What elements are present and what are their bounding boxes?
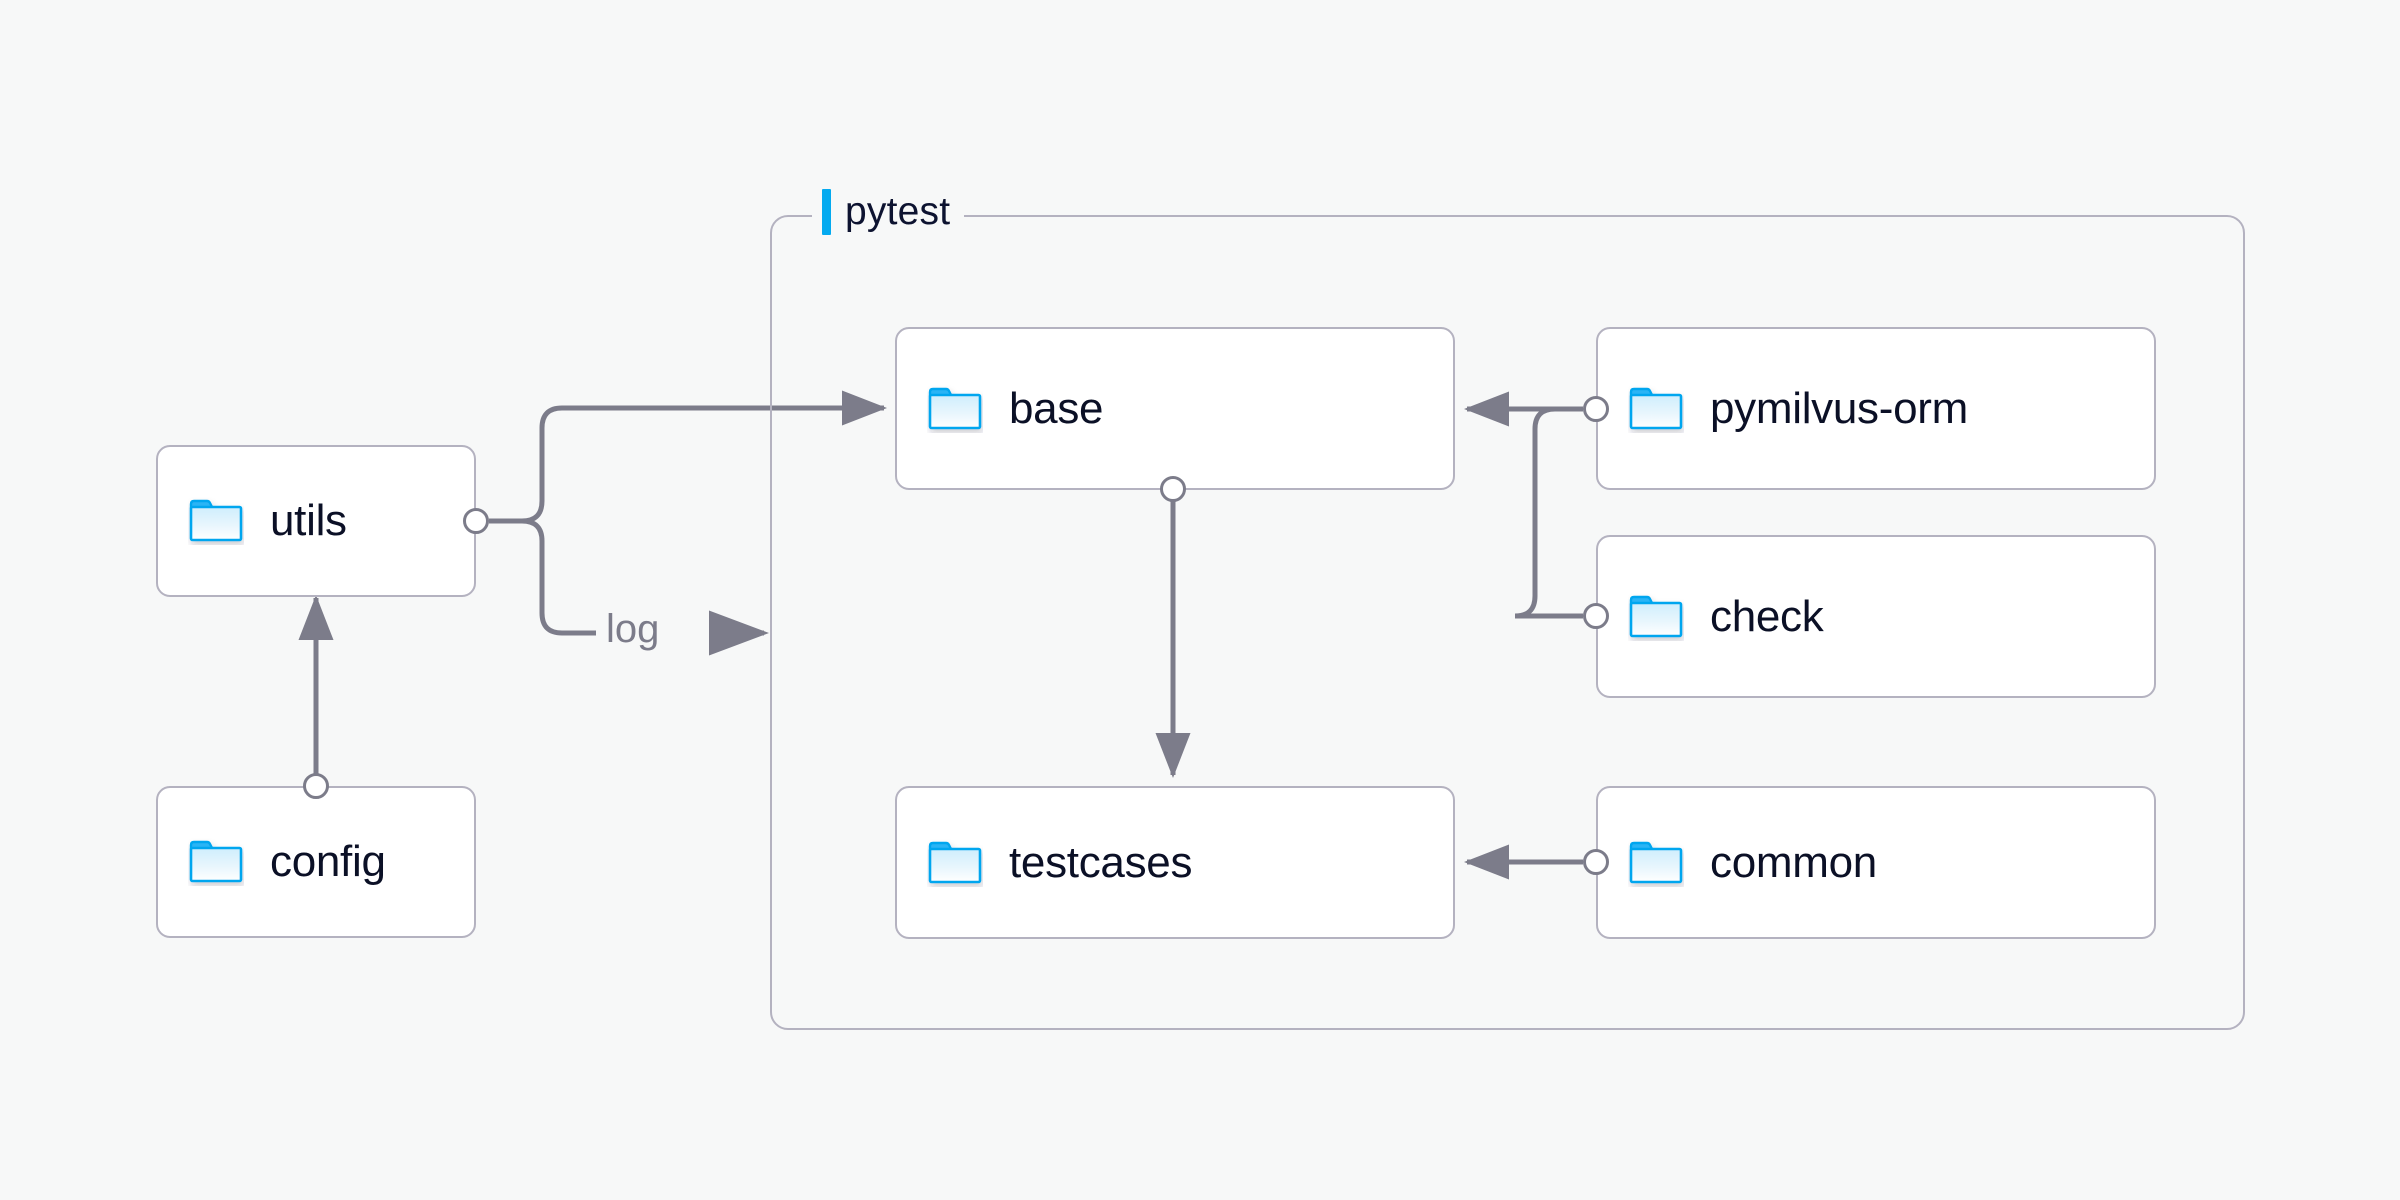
accent-bar-icon [822,189,831,235]
group-pytest [770,215,2245,1030]
folder-icon [928,387,982,429]
group-title: pytest [845,190,951,233]
node-config[interactable]: config [156,786,476,938]
node-testcases[interactable]: testcases [895,786,1455,939]
node-label: config [270,837,386,886]
node-pymilvus-orm[interactable]: pymilvus-orm [1596,327,2156,490]
node-base[interactable]: base [895,327,1455,490]
connector-knob-pymilvus-orm-left[interactable] [1583,396,1609,422]
folder-icon [1629,595,1683,637]
node-label: check [1710,591,1824,641]
folder-icon [928,841,982,883]
node-check[interactable]: check [1596,535,2156,698]
group-pytest-label: pytest [812,189,965,235]
folder-icon [189,840,243,883]
edge-label-log: log [600,607,666,652]
node-label: base [1009,383,1104,433]
edge-utils-to-log [489,518,596,636]
node-common[interactable]: common [1596,786,2156,939]
folder-icon [1629,841,1683,883]
connector-knob-common-left[interactable] [1583,849,1609,875]
connector-knob-config-top[interactable] [303,773,329,799]
connector-knob-utils-right[interactable] [463,508,489,534]
connector-knob-base-bottom[interactable] [1160,476,1186,502]
node-label: common [1710,837,1877,887]
node-label: utils [270,496,347,545]
folder-icon [189,499,243,542]
node-label: pymilvus-orm [1710,383,1968,433]
folder-icon [1629,387,1683,429]
node-label: testcases [1009,837,1193,887]
connector-knob-check-left[interactable] [1583,603,1609,629]
node-utils[interactable]: utils [156,445,476,597]
